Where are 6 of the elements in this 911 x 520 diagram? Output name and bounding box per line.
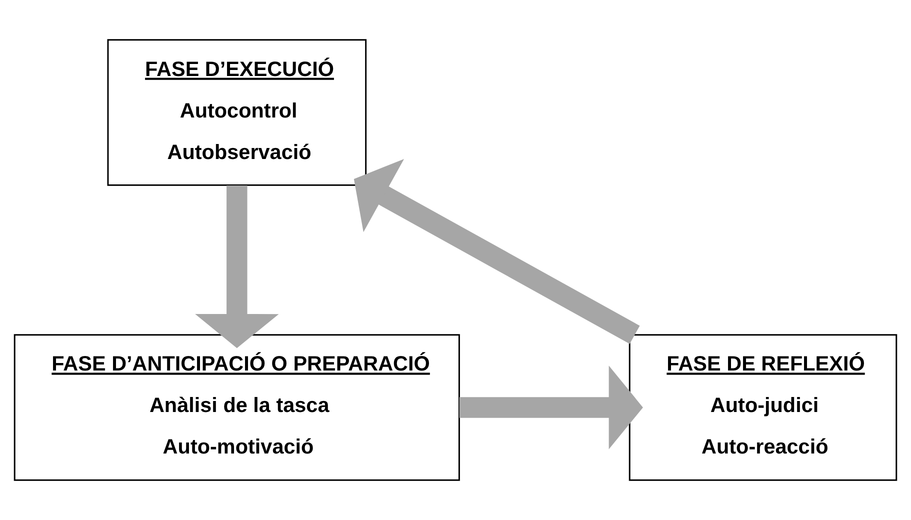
node-box: FASE D’ANTICIPACIÓ O PREPARACIÓ Anàlisi de la tasca Auto-motivació: [14, 334, 460, 481]
arrow: [459, 366, 643, 450]
node-box: FASE D’EXECUCIÓ Autocontrol Autobservació: [107, 39, 367, 186]
node-box: FASE DE REFLEXIÓ Auto-judici Auto-reacció: [628, 334, 898, 481]
arrow: [195, 185, 279, 348]
arrow: [354, 158, 640, 344]
